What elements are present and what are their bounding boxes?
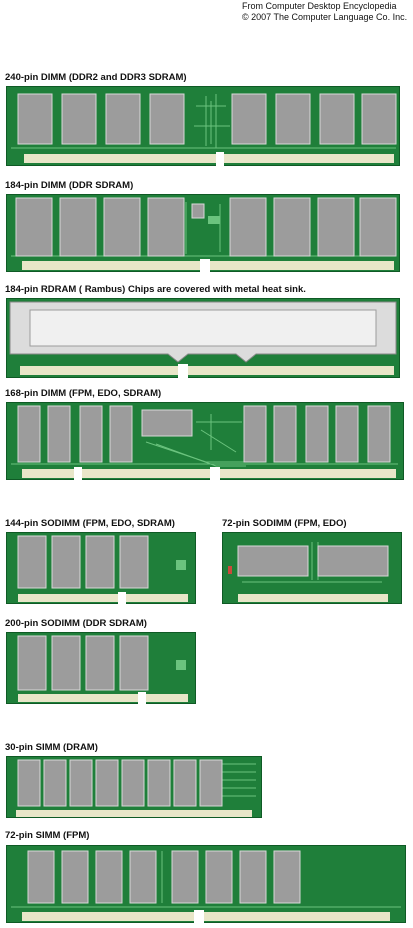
rdram184-label: 184-pin RDRAM ( Rambus) Chips are covere… [5,284,306,295]
dimm168-module [6,402,404,480]
dimm184-module [6,194,400,272]
copyright-credit: From Computer Desktop Encyclopedia © 200… [242,1,407,23]
sodimm200-module [6,632,196,704]
simm72-module [6,845,406,923]
credit-line-1: From Computer Desktop Encyclopedia [242,1,397,11]
dimm240-module [6,86,400,166]
dimm184-label: 184-pin DIMM (DDR SDRAM) [5,180,134,191]
sodimm144-module [6,532,196,604]
dimm240-label: 240-pin DIMM (DDR2 and DDR3 SDRAM) [5,72,187,83]
simm72-label: 72-pin SIMM (FPM) [5,830,90,841]
sodimm72-module [222,532,402,604]
rdram184-module [6,298,400,378]
credit-line-2: © 2007 The Computer Language Co. Inc. [242,12,408,22]
sodimm200-label: 200-pin SODIMM (DDR SDRAM) [5,618,147,629]
sodimm72-label: 72-pin SODIMM (FPM, EDO) [222,518,347,529]
sodimm144-label: 144-pin SODIMM (FPM, EDO, SDRAM) [5,518,175,529]
simm30-module [6,756,262,818]
dimm168-label: 168-pin DIMM (FPM, EDO, SDRAM) [5,388,162,399]
simm30-label: 30-pin SIMM (DRAM) [5,742,98,753]
